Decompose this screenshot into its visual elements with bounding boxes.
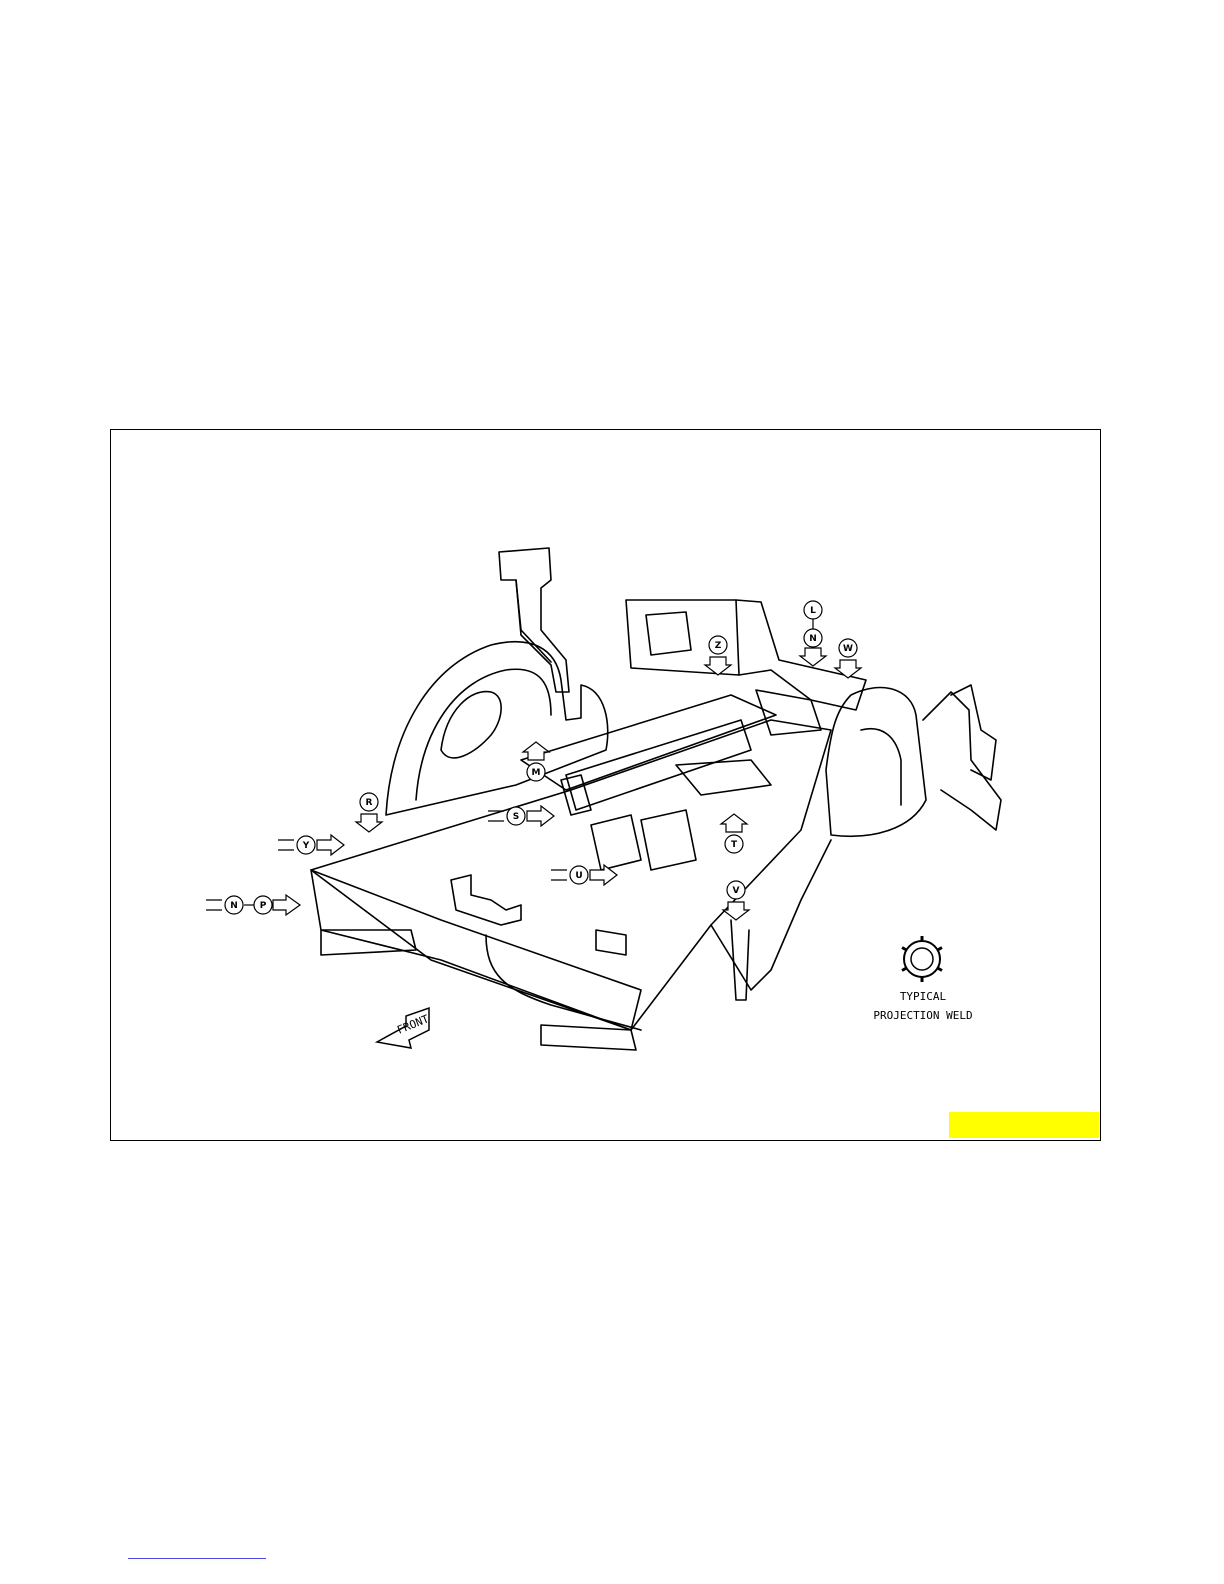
marker-y: Y bbox=[278, 835, 344, 855]
left-wheelhouse-inner bbox=[416, 669, 551, 800]
center-support-1 bbox=[591, 815, 641, 870]
underbody-weld-diagram: FRONT R Y N P bbox=[111, 430, 1102, 1142]
marker-letter: N bbox=[230, 901, 238, 911]
left-pillar-edge bbox=[516, 580, 551, 662]
right-wheelhouse bbox=[826, 688, 926, 837]
marker-letter: Y bbox=[302, 841, 310, 851]
arrow-down-icon bbox=[356, 814, 382, 832]
marker-l-n: L N bbox=[800, 601, 826, 666]
marker-w: W bbox=[835, 639, 861, 678]
arrow-right-icon bbox=[590, 865, 617, 885]
arrow-right-icon bbox=[527, 806, 554, 826]
marker-u: U bbox=[551, 865, 617, 885]
center-support-2 bbox=[641, 810, 696, 870]
front-crossmember bbox=[311, 870, 641, 1030]
arrow-tail-icon bbox=[206, 900, 222, 910]
projection-weld-icon bbox=[902, 936, 942, 982]
arrow-down-icon bbox=[835, 660, 861, 678]
marker-z: Z bbox=[705, 636, 731, 675]
marker-letter: U bbox=[575, 871, 582, 881]
marker-letter: T bbox=[731, 840, 738, 850]
marker-letter: S bbox=[513, 812, 519, 822]
highlight-tag bbox=[949, 1112, 1099, 1138]
right-rail-post bbox=[731, 920, 749, 1000]
arrow-right-icon bbox=[273, 895, 300, 915]
front-arrow: FRONT bbox=[377, 1008, 431, 1048]
arrow-right-icon bbox=[317, 835, 344, 855]
right-upper-bracket bbox=[756, 690, 821, 735]
marker-letter: L bbox=[810, 606, 816, 616]
footer-rule bbox=[128, 1555, 266, 1559]
center-floor-plate bbox=[676, 760, 771, 795]
marker-t: T bbox=[721, 814, 747, 853]
arrow-up-icon bbox=[523, 742, 549, 760]
marker-letter: V bbox=[733, 886, 740, 896]
marker-letter: P bbox=[260, 901, 267, 911]
marker-letter: M bbox=[532, 768, 541, 778]
front-crossmember-bracket bbox=[451, 875, 521, 925]
projection-weld-legend: TYPICAL PROJECTION WELD bbox=[873, 936, 972, 1022]
marker-letter: W bbox=[843, 644, 853, 654]
weld-markers: R Y N P bbox=[206, 601, 861, 920]
marker-s: S bbox=[488, 806, 554, 826]
arrow-up-icon bbox=[721, 814, 747, 832]
left-center-rail bbox=[521, 695, 776, 790]
marker-n-p: N P bbox=[206, 895, 300, 915]
arrow-down-icon bbox=[723, 902, 749, 920]
rear-panel-opening bbox=[646, 612, 691, 655]
arrow-tail-icon bbox=[278, 840, 294, 850]
marker-letter: Z bbox=[715, 641, 722, 651]
legend-line-1: TYPICAL bbox=[900, 990, 947, 1003]
marker-letter: R bbox=[366, 798, 373, 808]
marker-v: V bbox=[723, 881, 749, 920]
left-wheelhouse-opening bbox=[441, 692, 501, 758]
marker-letter: N bbox=[809, 634, 817, 644]
figure-frame: FRONT R Y N P bbox=[110, 429, 1101, 1141]
marker-r: R bbox=[356, 793, 382, 832]
underbody-structure bbox=[311, 548, 1001, 1050]
arrow-tail-icon bbox=[551, 870, 567, 880]
right-rear-end bbox=[923, 692, 1001, 830]
legend-line-2: PROJECTION WELD bbox=[873, 1009, 972, 1022]
right-rail-bracket bbox=[596, 930, 626, 955]
right-wheelhouse-inner bbox=[861, 729, 901, 805]
arrow-down-icon bbox=[800, 648, 826, 666]
front-right-lower-rail bbox=[541, 1025, 636, 1050]
